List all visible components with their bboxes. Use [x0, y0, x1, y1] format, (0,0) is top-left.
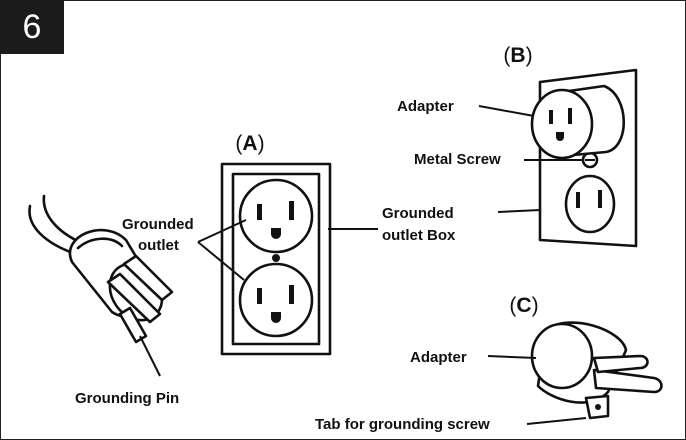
grounded-outlet-box-label-line2: outlet Box: [382, 227, 456, 244]
adapter-label-b: Adapter: [397, 98, 454, 115]
three-prong-plug-illustration: [28, 194, 174, 344]
grounding-pin-label: Grounding Pin: [75, 390, 179, 407]
section-b-label: (B): [503, 44, 532, 67]
section-a-label: (A): [235, 132, 264, 155]
grounded-outlet-label-line2: outlet: [138, 237, 179, 254]
grounded-outlet-box-label-line1: Grounded: [382, 205, 454, 222]
metal-screw-label: Metal Screw: [414, 151, 501, 168]
adapter-label-c: Adapter: [410, 349, 467, 366]
grounded-outlet-illustration: [220, 162, 332, 356]
adapter-on-outlet-illustration: [530, 68, 638, 248]
adapter-detail-illustration: [530, 321, 663, 420]
grounded-outlet-label-line1: Grounded: [122, 216, 194, 233]
section-c-label: (C): [509, 294, 538, 317]
step-number-badge: 6: [0, 0, 64, 54]
tab-for-grounding-screw-label: Tab for grounding screw: [315, 416, 490, 433]
